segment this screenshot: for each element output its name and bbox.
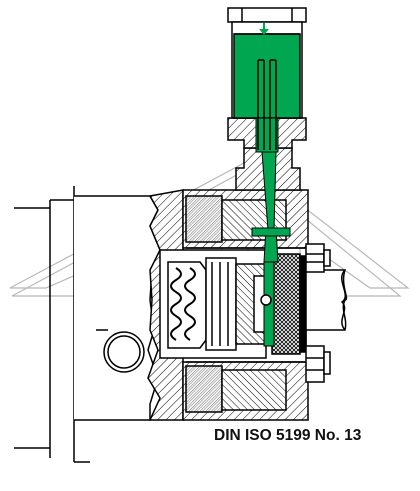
- check-ball: [260, 294, 272, 306]
- standard-reference-caption: DIN ISO 5199 No. 13: [214, 427, 362, 444]
- gland-bolts: [305, 243, 331, 383]
- mechanical-seal: [159, 249, 269, 359]
- down-arrow-icon: [259, 23, 269, 35]
- shaft: [305, 269, 348, 331]
- flush-reservoir: [227, 7, 307, 119]
- piston-rod: [257, 59, 277, 150]
- pump-housing: [14, 186, 161, 463]
- stationary-seat: [271, 253, 307, 355]
